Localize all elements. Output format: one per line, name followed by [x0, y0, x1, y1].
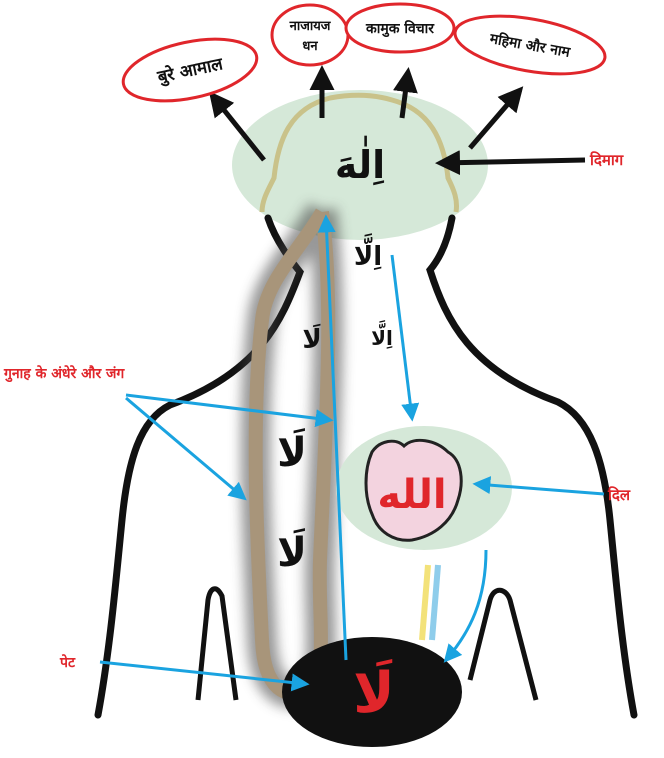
arrow-to-fame[interactable] — [470, 90, 520, 148]
label-brain: दिमाग — [589, 151, 624, 169]
label-heart: दिल — [607, 486, 631, 504]
heart-line-blue — [432, 565, 438, 640]
arm-line-right — [470, 590, 536, 700]
calligraphy-heart: الله — [377, 472, 446, 518]
calligraphy-head: اِلٰهَ — [335, 136, 385, 187]
calligraphy-column-mid: لَا — [277, 428, 307, 476]
bubble-illegal-wealth-line1: नाजायज — [289, 19, 332, 34]
heart-line-yellow — [422, 565, 428, 640]
label-darkness: गुनाह के अंधेरे और जंग — [3, 365, 125, 383]
calligraphy-neck-lower: اِلَّا — [371, 320, 393, 350]
arm-line-left — [198, 589, 236, 700]
bubble-illegal-wealth-line2: धन — [302, 39, 318, 54]
arrow-darkness-2[interactable] — [126, 398, 244, 498]
calligraphy-column-low: لَا — [277, 528, 307, 576]
label-stomach: पेट — [59, 654, 76, 671]
arrow-neck-to-heart[interactable] — [392, 255, 412, 418]
calligraphy-column-top: لَا — [302, 323, 321, 355]
bubble-lust-text: कामुक विचार — [365, 20, 435, 38]
calligraphy-stomach: لَا — [353, 659, 395, 726]
bubble-illegal-wealth — [272, 5, 348, 65]
arrow-brain-pointer[interactable] — [440, 160, 585, 163]
